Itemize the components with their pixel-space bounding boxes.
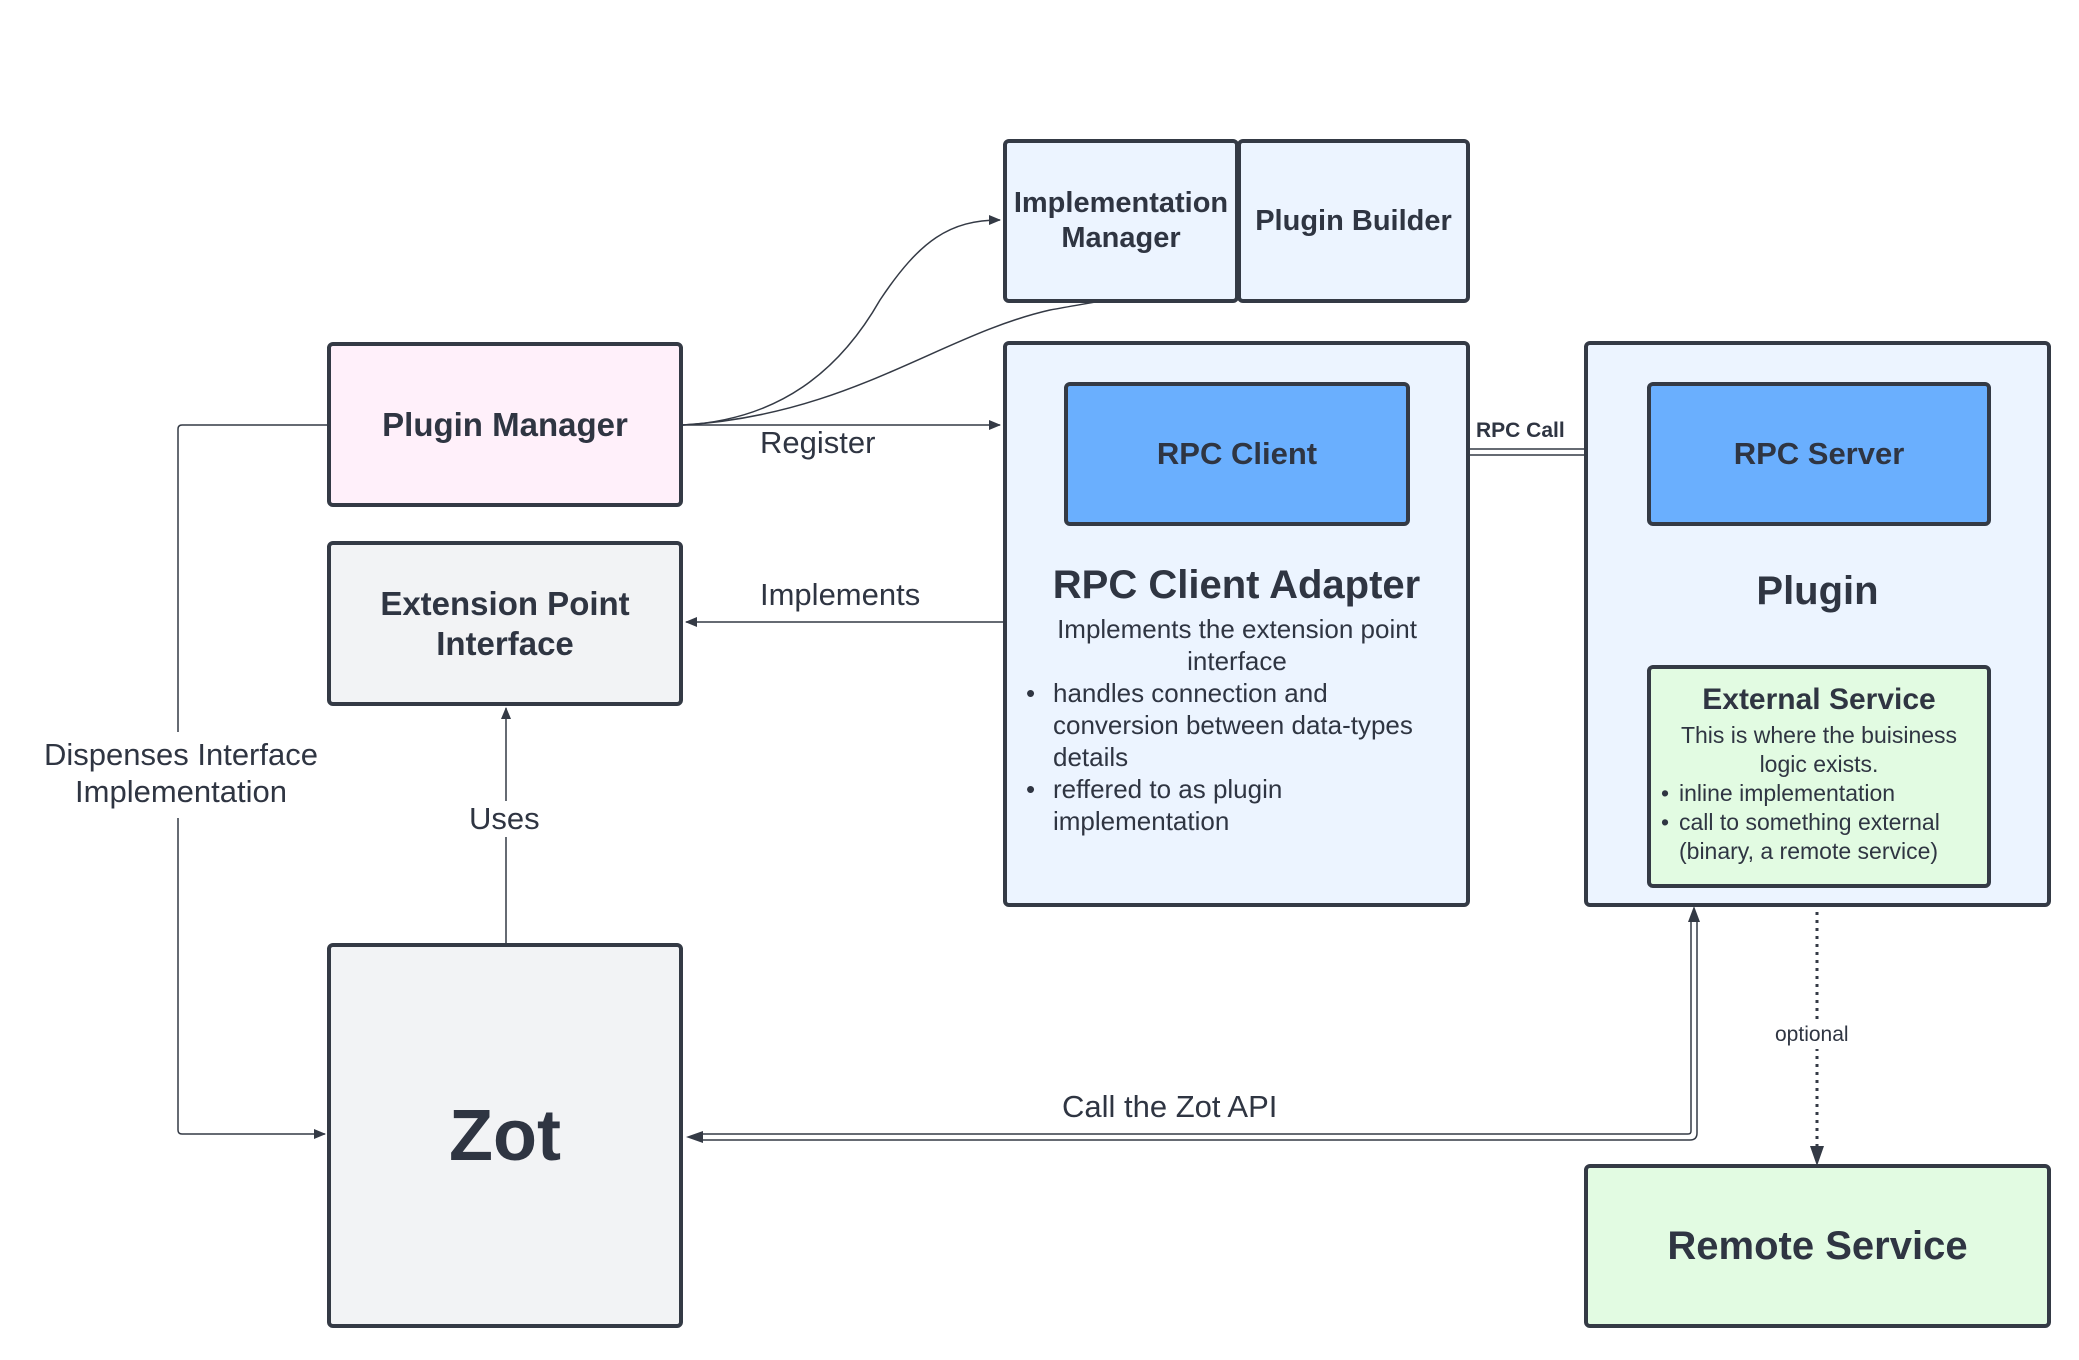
zot-label: Zot bbox=[449, 1095, 561, 1176]
rpc-client-adapter-bullets: handles connection and conversion betwee… bbox=[1026, 677, 1446, 837]
external-service-bullets: inline implementation call to something … bbox=[1661, 779, 1981, 866]
call-zot-api-label: Call the Zot API bbox=[1062, 1089, 1278, 1124]
list-item: call to something external (binary, a re… bbox=[1661, 808, 1981, 866]
plugin-node[interactable]: RPC Server Plugin External Service This … bbox=[1584, 341, 2051, 907]
edge-dispenses-lower bbox=[177, 818, 326, 1139]
plugin-title: Plugin bbox=[1756, 569, 1879, 613]
rpc-client-adapter-title: RPC Client Adapter bbox=[1052, 563, 1421, 607]
remote-service-node[interactable]: Remote Service bbox=[1584, 1164, 2051, 1328]
uses-label: Uses bbox=[469, 801, 540, 837]
rpc-client-label: RPC Client bbox=[1156, 436, 1318, 471]
implementation-manager-label: Implementation Manager bbox=[1013, 187, 1229, 254]
list-item: reffered to as plugin implementation bbox=[1026, 773, 1313, 837]
plugin-manager-node[interactable]: Plugin Manager bbox=[327, 342, 683, 507]
external-service-description: This is where the buisiness logic exists… bbox=[1680, 722, 1958, 777]
rpc-server-node[interactable]: RPC Server bbox=[1647, 382, 1991, 526]
external-service-node[interactable]: External Service This is where the buisi… bbox=[1647, 665, 1991, 888]
edge-dispenses-upper bbox=[177, 424, 327, 732]
rpc-client-adapter-node[interactable]: RPC Client RPC Client Adapter Implements… bbox=[1003, 341, 1470, 907]
zot-node[interactable]: Zot bbox=[327, 943, 683, 1328]
optional-label: optional bbox=[1773, 1021, 1851, 1049]
remote-service-label: Remote Service bbox=[1667, 1223, 1968, 1268]
rpc-client-adapter-description: Implements the extension point interface bbox=[1057, 614, 1417, 676]
list-item: inline implementation bbox=[1661, 779, 1981, 808]
rpc-call-label: RPC Call bbox=[1476, 419, 1565, 442]
implements-label: Implements bbox=[760, 577, 921, 612]
external-service-title: External Service bbox=[1702, 683, 1936, 716]
rpc-server-label: RPC Server bbox=[1733, 436, 1905, 471]
plugin-builder-label: Plugin Builder bbox=[1255, 204, 1452, 237]
register-label: Register bbox=[760, 425, 876, 460]
extension-point-interface-label: Extension Point Interface bbox=[380, 584, 630, 662]
rpc-client-node[interactable]: RPC Client bbox=[1064, 382, 1410, 526]
edge-pm-to-implementation-manager bbox=[682, 215, 1001, 426]
implementation-manager-node[interactable]: Implementation Manager bbox=[1003, 139, 1239, 303]
edge-call-zot-api-head bbox=[686, 1131, 703, 1143]
plugin-builder-node[interactable]: Plugin Builder bbox=[1237, 139, 1470, 303]
list-item: handles connection and conversion betwee… bbox=[1026, 677, 1446, 773]
dispenses-label: Dispenses Interface Implementation bbox=[36, 736, 326, 810]
plugin-manager-label: Plugin Manager bbox=[382, 405, 628, 443]
extension-point-interface-node[interactable]: Extension Point Interface bbox=[327, 541, 683, 706]
